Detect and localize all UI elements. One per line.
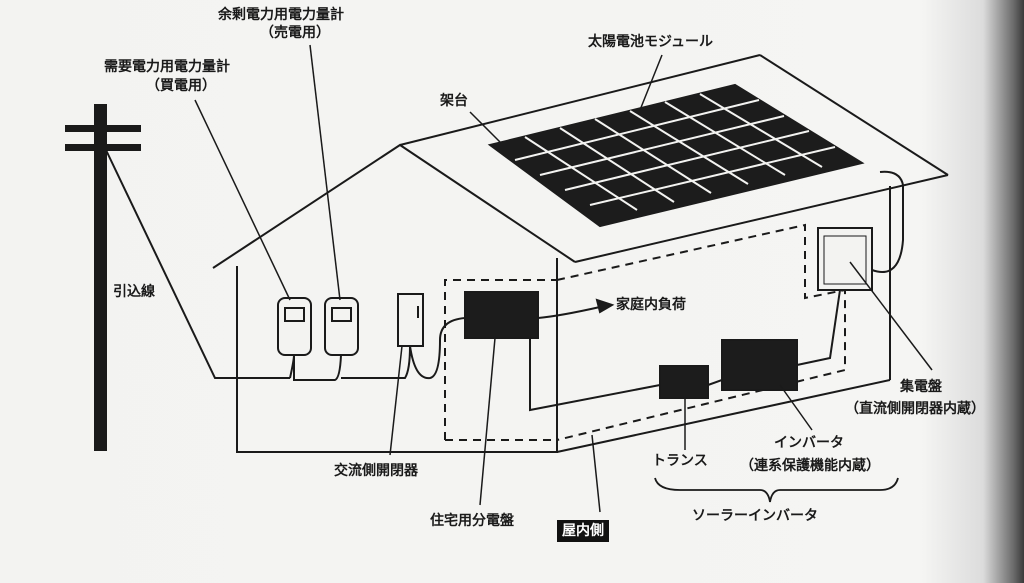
inverter-label: インバータ [774, 435, 844, 451]
wiring [289, 170, 904, 412]
pole-crossarm [65, 144, 141, 151]
solar-inverter-brace [654, 477, 899, 503]
demand-meter-sublabel: （買電用） [146, 78, 216, 94]
house [212, 54, 949, 453]
service-line [105, 149, 290, 379]
ac-switch-label: 交流側開閉器 [334, 463, 418, 479]
junction-box-sublabel: （直流側開閉器内蔵） [845, 401, 985, 417]
service-line-label: 引込線 [113, 284, 155, 300]
mount-label: 架台 [440, 93, 468, 109]
utility-pole [94, 104, 107, 451]
surplus-meter [324, 297, 359, 356]
leader-lines [194, 44, 933, 513]
distribution-board [464, 291, 539, 339]
distribution-board-label: 住宅用分電盤 [430, 513, 514, 529]
demand-meter-label: 需要電力用電力量計 [104, 59, 230, 75]
load-arrow [537, 306, 601, 319]
solar-module-label: 太陽電池モジュール [588, 34, 714, 50]
surplus-meter-sublabel: （売電用） [260, 25, 330, 41]
arrow-head [595, 298, 615, 314]
household-load-label: 家庭内負荷 [616, 297, 686, 313]
indoor-side-label: 屋内側 [557, 520, 609, 542]
junction-box-label: 集電盤 [900, 379, 942, 395]
solar-module [487, 83, 865, 228]
pole-crossarm [65, 125, 141, 132]
solar-inverter-label: ソーラーインバータ [692, 508, 818, 524]
ac-switch [397, 293, 424, 347]
surplus-meter-label: 余剰電力用電力量計 [218, 7, 344, 23]
transformer [659, 365, 709, 399]
inverter-sublabel: （連系保護機能内蔵） [740, 458, 880, 474]
inverter [721, 339, 798, 391]
transformer-label: トランス [652, 453, 708, 469]
demand-meter [277, 297, 312, 356]
